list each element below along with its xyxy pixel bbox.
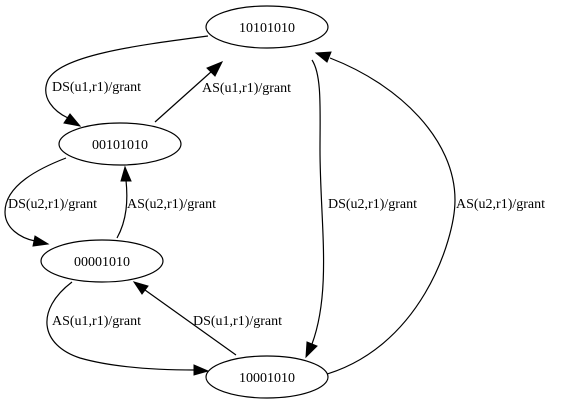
state-label: 00001010 xyxy=(74,255,130,270)
edge-10101010-to-10001010: DS(u2,r1)/grant xyxy=(305,59,417,359)
state-node-00001010: 00001010 xyxy=(40,239,164,283)
edge-label: DS(u2,r1)/grant xyxy=(8,197,97,212)
edge-10001010-to-00001010: DS(u1,r1)/grant xyxy=(132,281,282,356)
edge-00101010-to-00001010: DS(u2,r1)/grant xyxy=(4,157,97,247)
edge-label: AS(u1,r1)/grant xyxy=(202,81,291,96)
state-label: 00101010 xyxy=(92,138,148,153)
edge-00101010-to-10101010: AS(u1,r1)/grant xyxy=(154,61,291,123)
state-label: 10001010 xyxy=(239,371,295,386)
edge-00001010-to-10001010: AS(u1,r1)/grant xyxy=(46,281,210,376)
edge-10101010-to-00101010: DS(u1,r1)/grant xyxy=(45,35,209,127)
state-label: 10101010 xyxy=(239,21,295,36)
edge-00001010-to-00101010: AS(u2,r1)/grant xyxy=(116,165,216,239)
state-node-00101010: 00101010 xyxy=(58,122,182,166)
edge-label: AS(u2,r1)/grant xyxy=(127,197,216,212)
state-node-10001010: 10001010 xyxy=(205,355,329,399)
edge-label: AS(u2,r1)/grant xyxy=(456,197,545,212)
edge-label: AS(u1,r1)/grant xyxy=(52,314,141,329)
edge-label: DS(u1,r1)/grant xyxy=(52,80,141,95)
edge-10001010-to-10101010: AS(u2,r1)/grant xyxy=(314,51,545,377)
edge-label: DS(u2,r1)/grant xyxy=(328,197,417,212)
edge-label: DS(u1,r1)/grant xyxy=(193,314,282,329)
state-node-10101010: 10101010 xyxy=(205,5,329,49)
